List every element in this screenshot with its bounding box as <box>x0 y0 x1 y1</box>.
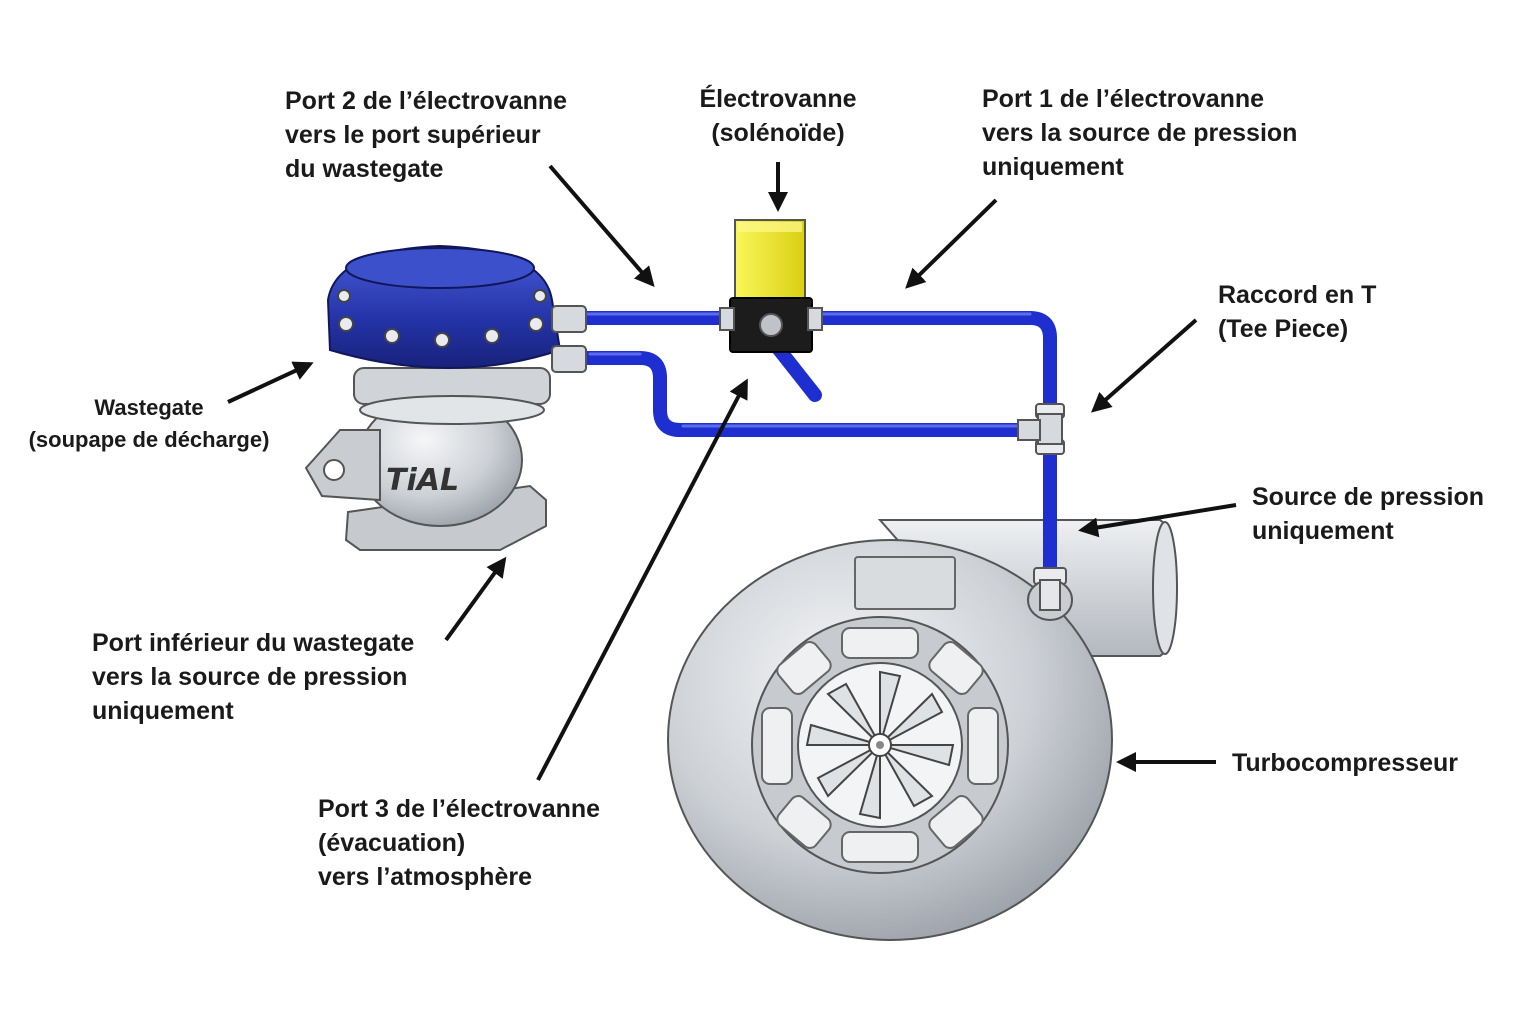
compressor-pressure-port <box>1027 579 1073 621</box>
label-port1: Port 1 de l’électrovanne vers la source … <box>982 85 1298 181</box>
arrow-port1 <box>905 198 998 289</box>
turbo-inlet-slots <box>761 627 999 863</box>
wastegate: TiAL <box>304 244 587 551</box>
turbocharger <box>667 519 1178 941</box>
hose-wastegate-lower-to-tee <box>578 351 1037 437</box>
callout-arrows <box>227 162 1237 781</box>
turbo-outlet-flange <box>1152 521 1178 655</box>
label-turbocharger: Turbocompresseur <box>1232 749 1458 777</box>
arrow-wastegate-lower <box>444 556 507 642</box>
hose-port1-to-tee <box>808 311 1057 419</box>
label-port2: Port 2 de l’électrovanne vers le port su… <box>285 87 568 183</box>
wastegate-top-port <box>551 305 587 333</box>
solenoid-valve <box>719 219 823 353</box>
arrow-tee <box>1091 318 1198 413</box>
turbo-compressor-wheel <box>805 670 955 820</box>
turbo-label-plate <box>854 556 956 610</box>
wastegate-logo: TiAL <box>386 463 459 498</box>
label-port3: Port 3 de l’électrovanne (évacuation) ve… <box>318 795 601 891</box>
arrow-wastegate <box>227 361 314 404</box>
label-wastegate-lower-port: Port inférieur du wastegate vers la sour… <box>92 629 415 725</box>
arrow-port2 <box>548 164 655 288</box>
label-wastegate: Wastegate (soupape de décharge) <box>28 395 270 452</box>
arrow-port3 <box>536 378 748 781</box>
label-pressure-source: Source de pression uniquement <box>1252 483 1485 545</box>
wastegate-lower-port <box>551 345 587 373</box>
label-tee-piece: Raccord en T (Tee Piece) <box>1218 281 1377 343</box>
label-solenoid: Électrovanne (solénoïde) <box>699 85 857 147</box>
tee-piece <box>1017 413 1063 445</box>
arrow-pressure-source <box>1078 503 1237 538</box>
